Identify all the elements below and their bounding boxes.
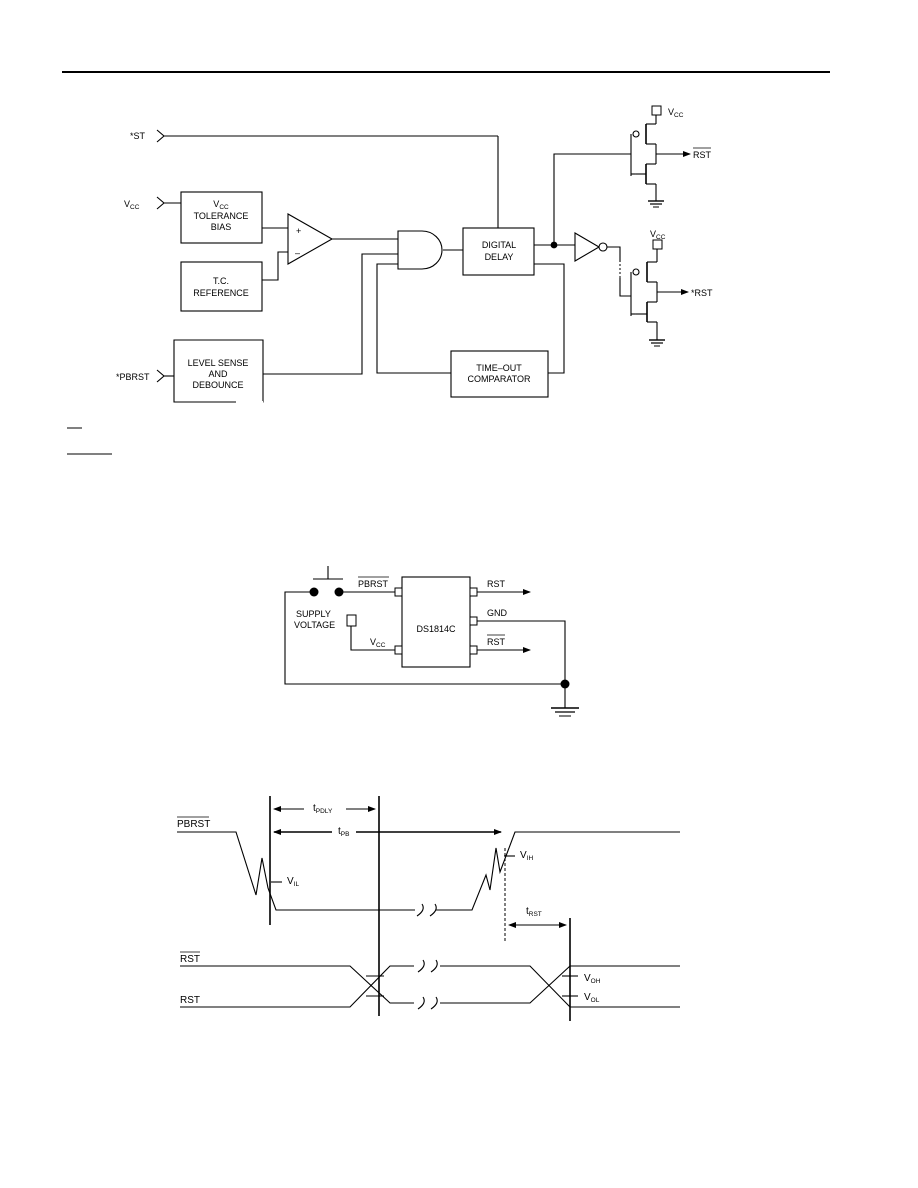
vcc-input: VCC xyxy=(124,196,181,211)
pbrst-signal-label: PBRST xyxy=(177,819,210,830)
pbrst-input: *PBRST xyxy=(116,369,174,383)
vcc-tolerance-bias-block: VCC TOLERANCE BIAS xyxy=(180,191,263,244)
push-button xyxy=(284,566,565,685)
timeout-comparator-block: TIME–OUT COMPARATOR xyxy=(376,263,565,398)
svg-text:REFERENCE: REFERENCE xyxy=(193,288,249,298)
chip-label: DS1814C xyxy=(416,624,456,634)
rst-bar-pin-label: RST xyxy=(487,637,506,647)
and-gate xyxy=(397,230,463,270)
rst-star-output-label: *RST xyxy=(691,288,713,298)
svg-text:COMPARATOR: COMPARATOR xyxy=(467,374,531,384)
output-node xyxy=(534,153,631,249)
application-circuit: PBRST SUPPLY VOLTAGE VCC DS1814C RST GND… xyxy=(284,566,579,717)
rst-bar-signal-label: RST xyxy=(180,954,200,965)
v-ih-label: VIH xyxy=(520,850,533,862)
block-diagram: *ST VCC VCC TOLERANCE BIAS T.C. REFERENC… xyxy=(67,105,713,455)
output-stage-bottom: VCC *RST xyxy=(630,229,713,347)
svg-text:BIAS: BIAS xyxy=(211,222,232,232)
svg-text:DIGITAL: DIGITAL xyxy=(482,240,516,250)
rst-bar-waveform xyxy=(180,965,414,1004)
ground-symbol xyxy=(551,707,579,717)
break-mark xyxy=(416,903,424,917)
svg-text:–: – xyxy=(295,248,300,258)
v-oh-label: VOH xyxy=(584,973,601,985)
svg-text:DEBOUNCE: DEBOUNCE xyxy=(192,380,243,390)
pbrst-label: PBRST xyxy=(358,579,389,589)
t-pb-label: tPB xyxy=(338,826,349,838)
pbrst-input-label: *PBRST xyxy=(116,372,150,382)
gnd-pin-label: GND xyxy=(487,608,508,618)
timing-diagram: tPDLY tPB tRST PBRST VIL VIH RST RST xyxy=(177,796,680,1021)
digital-delay-block: DIGITAL DELAY xyxy=(462,227,535,276)
svg-text:DELAY: DELAY xyxy=(485,252,514,262)
output-stage-top: VCC RST xyxy=(630,105,712,208)
vcc-pin-label: VCC xyxy=(370,637,386,649)
tc-reference-block: T.C. REFERENCE xyxy=(180,261,263,312)
v-il-label: VIL xyxy=(287,876,299,888)
svg-text:TOLERANCE: TOLERANCE xyxy=(194,211,249,221)
pbrst-waveform xyxy=(177,831,415,911)
ground-node xyxy=(560,679,570,689)
svg-text:+: + xyxy=(296,226,301,236)
supply-voltage-label: SUPPLY xyxy=(296,609,331,619)
t-rst-label: tRST xyxy=(526,906,542,918)
t-pdly-label: tPDLY xyxy=(313,803,333,815)
svg-text:LEVEL SENSE: LEVEL SENSE xyxy=(188,358,249,368)
supply-terminal xyxy=(346,614,357,627)
svg-text:TIME–OUT: TIME–OUT xyxy=(476,363,522,373)
svg-text:AND: AND xyxy=(208,369,228,379)
st-input-label: *ST xyxy=(130,131,146,141)
vcc-top-label: VCC xyxy=(668,107,684,119)
vcc-input-label: VCC xyxy=(124,199,140,211)
svg-text:VOLTAGE: VOLTAGE xyxy=(294,620,335,630)
comparator: + – xyxy=(262,213,398,281)
rst-signal-label: RST xyxy=(180,995,200,1006)
vcc-bottom-label: VCC xyxy=(650,229,666,241)
level-sense-debounce-block: LEVEL SENSE AND DEBOUNCE xyxy=(173,253,398,403)
inverter xyxy=(574,232,631,297)
rst-pin-label: RST xyxy=(487,579,506,589)
svg-text:VCC: VCC xyxy=(213,199,229,211)
v-ol-label: VOL xyxy=(584,992,600,1004)
rst-waveform xyxy=(180,965,414,1008)
st-input: *ST xyxy=(130,129,499,228)
svg-text:T.C.: T.C. xyxy=(213,276,229,286)
ds1814c-chip: DS1814C xyxy=(394,576,478,668)
rst-bar-output-label: RST xyxy=(693,150,712,160)
